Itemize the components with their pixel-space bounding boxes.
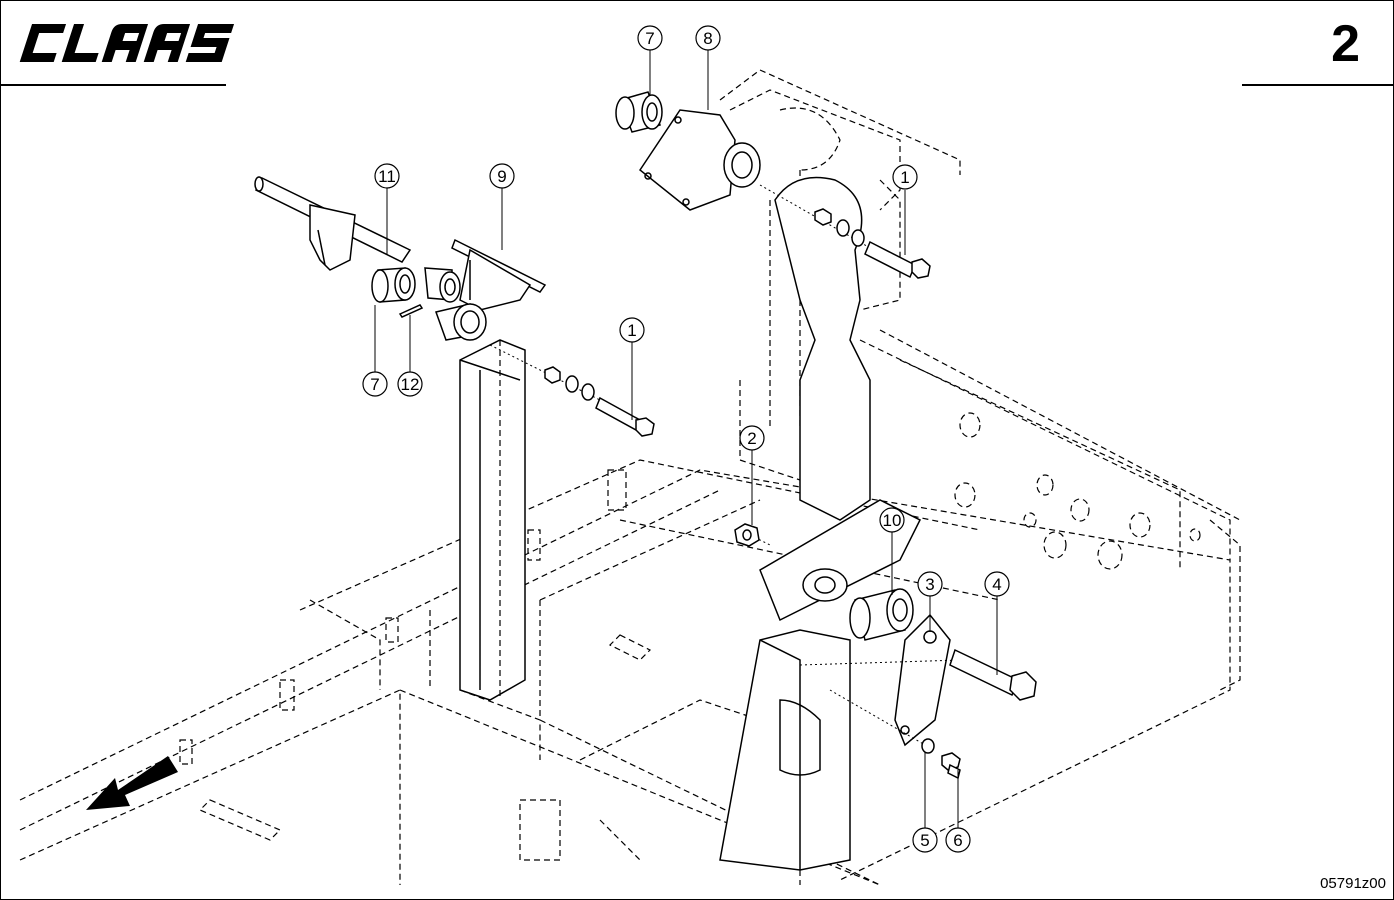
callout-c11: 11 xyxy=(374,163,400,189)
part-11-shaft xyxy=(254,176,412,271)
callout-c4: 4 xyxy=(984,571,1010,597)
callout-label: 4 xyxy=(992,575,1001,594)
callout-circle xyxy=(374,163,400,189)
callout-leaders xyxy=(374,50,998,828)
callout-label: 9 xyxy=(497,167,506,186)
part-7-bushing-left xyxy=(371,267,416,303)
chassis-frame xyxy=(19,329,1241,886)
callout-label: 2 xyxy=(747,429,756,448)
callout-c2: 2 xyxy=(739,425,765,451)
part-1-bolt-left xyxy=(489,344,655,437)
callout-label: 7 xyxy=(645,29,654,48)
callout-circle xyxy=(892,164,918,190)
callout-c8: 8 xyxy=(695,25,721,51)
part-12-pin xyxy=(398,304,424,318)
callout-c7b: 7 xyxy=(362,371,388,397)
callout-circle xyxy=(489,163,515,189)
callout-circle xyxy=(739,425,765,451)
callout-circle xyxy=(912,827,938,853)
header-rule-right xyxy=(1242,84,1394,86)
callout-c1b: 1 xyxy=(892,164,918,190)
direction-arrow-icon xyxy=(86,756,178,810)
callout-label: 1 xyxy=(627,321,636,340)
callout-c3: 3 xyxy=(917,571,943,597)
callout-circle xyxy=(619,317,645,343)
callout-c1a: 1 xyxy=(619,317,645,343)
callout-label: 6 xyxy=(953,831,962,850)
part-8-bearing-housing xyxy=(638,109,761,211)
callout-c12: 12 xyxy=(397,371,423,397)
part-5-washer xyxy=(829,689,935,754)
callout-label: 11 xyxy=(378,167,396,186)
left-support-post xyxy=(459,339,526,701)
callout-c10: 10 xyxy=(879,507,905,533)
callout-c7a: 7 xyxy=(637,25,663,51)
callout-circle xyxy=(362,371,388,397)
callout-label: 7 xyxy=(370,375,379,394)
part-1-bolt-right xyxy=(759,184,931,279)
part-9-crank-plate xyxy=(451,238,547,311)
page-number: 2 xyxy=(1331,15,1360,73)
callout-label: 1 xyxy=(900,168,909,187)
bushing-large xyxy=(435,303,487,341)
drawing-id: 05791z00 xyxy=(1320,875,1386,892)
part-7-bushing-top xyxy=(615,91,663,133)
part-2-nut xyxy=(734,523,771,547)
callout-label: 5 xyxy=(920,831,929,850)
callout-c5: 5 xyxy=(912,827,938,853)
callout-label: 8 xyxy=(703,29,712,48)
header-rule-left xyxy=(0,84,226,86)
part-10-bushing xyxy=(849,588,914,641)
part-3-plate xyxy=(894,613,951,747)
callout-label: 12 xyxy=(401,375,420,394)
part-6-screw xyxy=(941,752,961,780)
callout-circle xyxy=(695,25,721,51)
callout-circle xyxy=(879,507,905,533)
callout-circle xyxy=(984,571,1010,597)
callout-c6: 6 xyxy=(945,827,971,853)
callout-label: 10 xyxy=(883,511,902,530)
bushing-center xyxy=(424,267,461,303)
swing-arm xyxy=(719,176,922,871)
callout-c9: 9 xyxy=(489,163,515,189)
callout-circle xyxy=(917,571,943,597)
callout-label: 3 xyxy=(925,575,934,594)
callout-circle xyxy=(637,25,663,51)
claas-logo xyxy=(19,24,235,62)
callout-circle xyxy=(397,371,423,397)
callout-circle xyxy=(945,827,971,853)
